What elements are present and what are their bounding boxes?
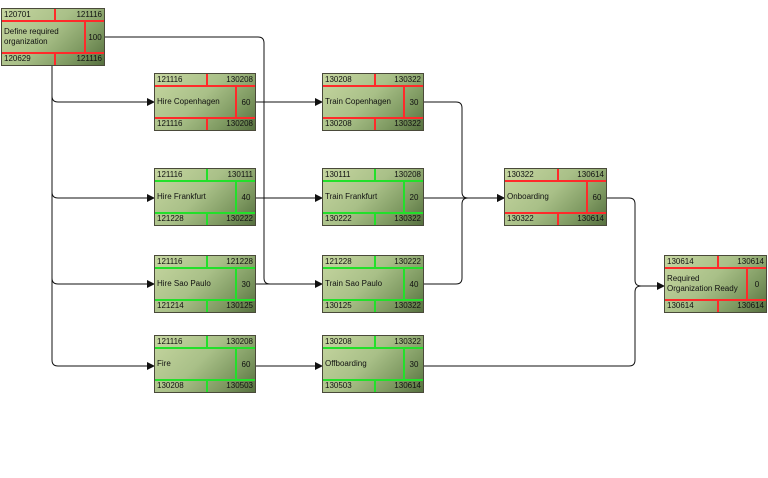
task-duration: 100 (88, 32, 102, 42)
early-start: 121116 (157, 75, 183, 84)
early-finish: 130222 (394, 257, 421, 266)
early-start: 121116 (157, 257, 183, 266)
task-name: Onboarding (507, 192, 549, 201)
early-finish: 130614 (737, 257, 764, 266)
late-start: 130322 (507, 214, 534, 223)
late-start: 120629 (4, 54, 31, 63)
early-start: 130322 (507, 170, 534, 179)
task-name: Hire Sao Paulo (157, 279, 211, 288)
late-start: 130208 (157, 381, 184, 390)
task-name: Offboarding (325, 359, 367, 368)
arrow-define-hire-frankfurt (51, 96, 155, 202)
early-start: 130614 (667, 257, 694, 266)
early-finish: 130208 (226, 75, 253, 84)
task-duration: 20 (409, 192, 419, 202)
task-duration: 30 (409, 359, 419, 369)
late-start: 121228 (157, 214, 184, 223)
early-finish: 130208 (394, 170, 421, 179)
arrow-define-hire-copenhagen (51, 66, 155, 106)
early-start: 121116 (157, 337, 183, 346)
task-duration: 30 (409, 97, 419, 107)
late-finish: 130614 (394, 381, 421, 390)
late-finish: 130222 (226, 214, 253, 223)
arrow-define-hire-sao-paulo (51, 192, 155, 288)
task-name: Required Organization Ready (667, 274, 738, 293)
task-duration: 40 (241, 192, 251, 202)
task-duration: 0 (754, 279, 760, 289)
late-start: 130614 (667, 301, 694, 310)
arrow-train-copenhagen-onboarding (424, 101, 505, 202)
late-start: 121116 (157, 119, 183, 128)
late-finish: 130503 (226, 381, 253, 390)
arrow-train-sao-paulo-onboarding (424, 197, 469, 285)
task-duration: 40 (409, 279, 419, 289)
late-start: 130125 (325, 301, 352, 310)
arrow-define-fire (51, 278, 155, 370)
task-name: Hire Frankfurt (157, 192, 206, 201)
early-finish: 121116 (76, 10, 102, 19)
late-start: 130208 (325, 119, 352, 128)
task-name: Fire (157, 359, 171, 368)
arrow-offboarding-required (424, 285, 642, 367)
late-finish: 121116 (76, 54, 102, 63)
task-name: Define required organization (4, 27, 59, 46)
early-start: 121228 (325, 257, 352, 266)
late-finish: 130322 (394, 119, 421, 128)
early-finish: 121228 (226, 257, 253, 266)
task-duration: 60 (592, 192, 602, 202)
early-start: 121116 (157, 170, 183, 179)
early-finish: 130322 (394, 75, 421, 84)
early-finish: 130208 (226, 337, 253, 346)
late-finish: 130322 (394, 301, 421, 310)
late-start: 121214 (157, 301, 184, 310)
early-finish: 130614 (577, 170, 604, 179)
early-start: 130208 (325, 75, 352, 84)
late-finish: 130125 (226, 301, 253, 310)
late-finish: 130614 (737, 301, 764, 310)
task-duration: 60 (241, 359, 251, 369)
arrow-onboarding-required (607, 197, 665, 290)
task-duration: 30 (241, 279, 251, 289)
early-finish: 130322 (394, 337, 421, 346)
early-start: 130208 (325, 337, 352, 346)
task-name: Hire Copenhagen (157, 97, 220, 106)
late-start: 130222 (325, 214, 352, 223)
task-name: Train Frankfurt (325, 192, 378, 201)
late-finish: 130322 (394, 214, 421, 223)
task-name: Train Copenhagen (325, 97, 391, 106)
early-finish: 130111 (227, 170, 253, 179)
task-name: Train Sao Paulo (325, 279, 383, 288)
early-start: 130111 (325, 170, 351, 179)
late-finish: 130614 (577, 214, 604, 223)
early-start: 120701 (4, 10, 31, 19)
late-start: 130503 (325, 381, 352, 390)
arrow-define-right (104, 36, 271, 285)
late-finish: 130208 (226, 119, 253, 128)
task-duration: 60 (241, 97, 251, 107)
